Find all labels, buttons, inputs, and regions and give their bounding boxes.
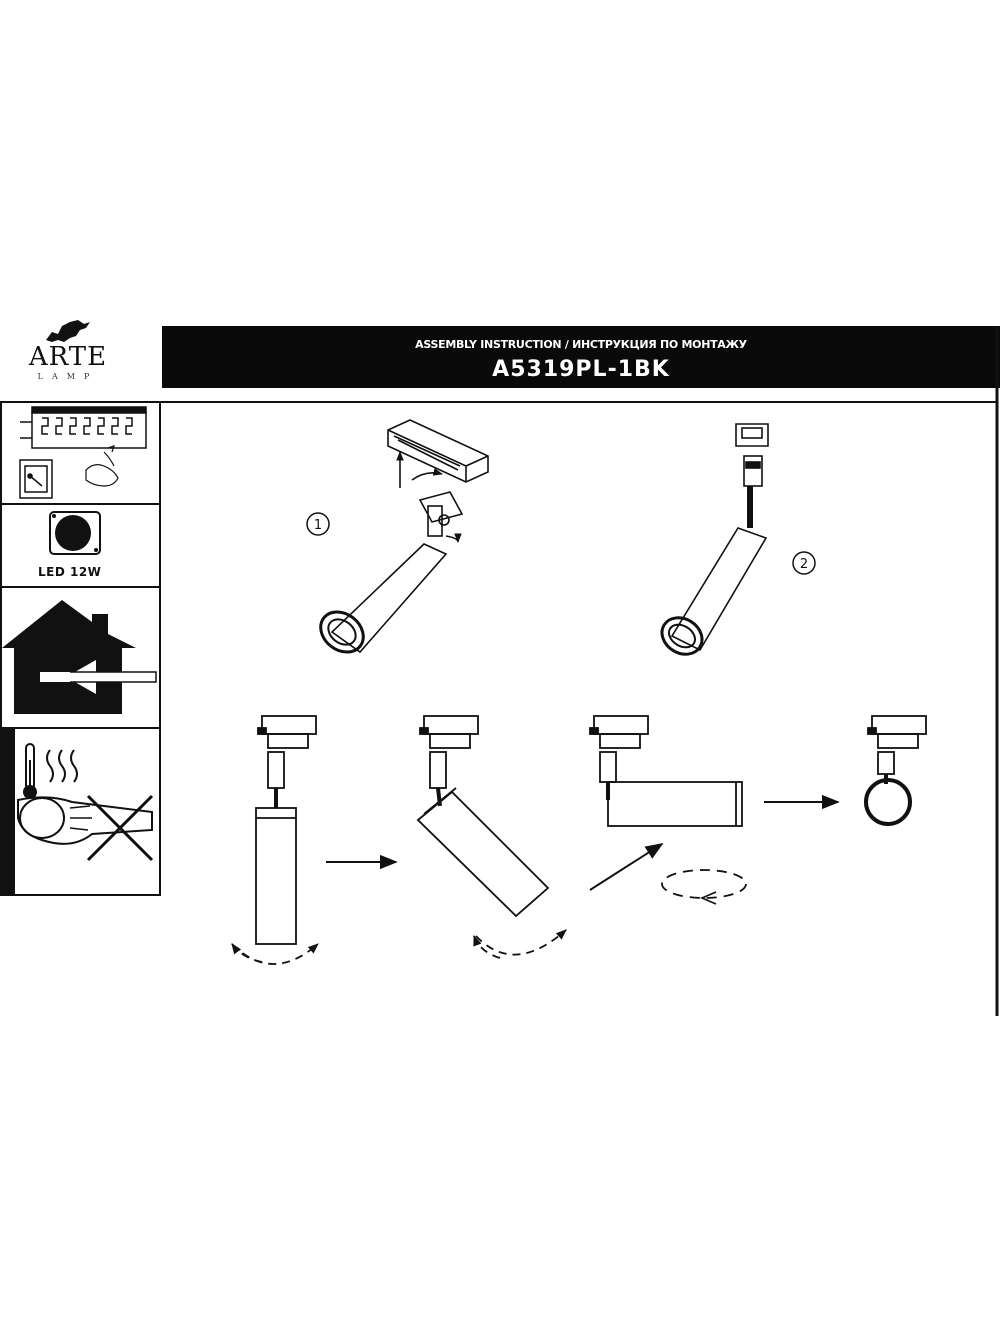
spot-horizontal — [589, 715, 747, 905]
arrow-2 — [589, 843, 664, 891]
switch-box-icon — [19, 459, 53, 499]
step2-illustration — [660, 423, 769, 656]
griffin-icon — [46, 320, 90, 342]
header-bar: ASSEMBLY INSTRUCTION / ИНСТРУКЦИЯ ПО МОН… — [162, 326, 1000, 388]
step2-number: 2 — [800, 557, 808, 572]
led-chip-icon — [49, 511, 101, 555]
step1-illustration — [319, 419, 489, 654]
sidebar-frame — [0, 401, 161, 896]
hand-icon — [85, 445, 119, 487]
step1-number-circle — [306, 512, 330, 536]
step1-number: 1 — [314, 518, 322, 533]
logo-sub: LAMP — [37, 372, 99, 381]
indoor-use-icon — [2, 600, 157, 714]
led-power-label: LED 12W — [38, 565, 102, 579]
spot-vertical — [231, 715, 319, 965]
header-title: ASSEMBLY INSTRUCTION / ИНСТРУКЦИЯ ПО МОН… — [415, 338, 747, 351]
hot-surface-warning-icon — [1, 728, 154, 895]
model-number: A5319PL-1BK — [492, 357, 670, 382]
step2-number-circle — [792, 551, 816, 575]
logo-brand: ARTE — [28, 342, 108, 372]
terminal-block-icon — [20, 406, 147, 449]
spot-tilted — [416, 715, 567, 959]
spot-front-view — [864, 715, 927, 826]
arte-lamp-logo: ARTE LAMP — [18, 318, 118, 390]
